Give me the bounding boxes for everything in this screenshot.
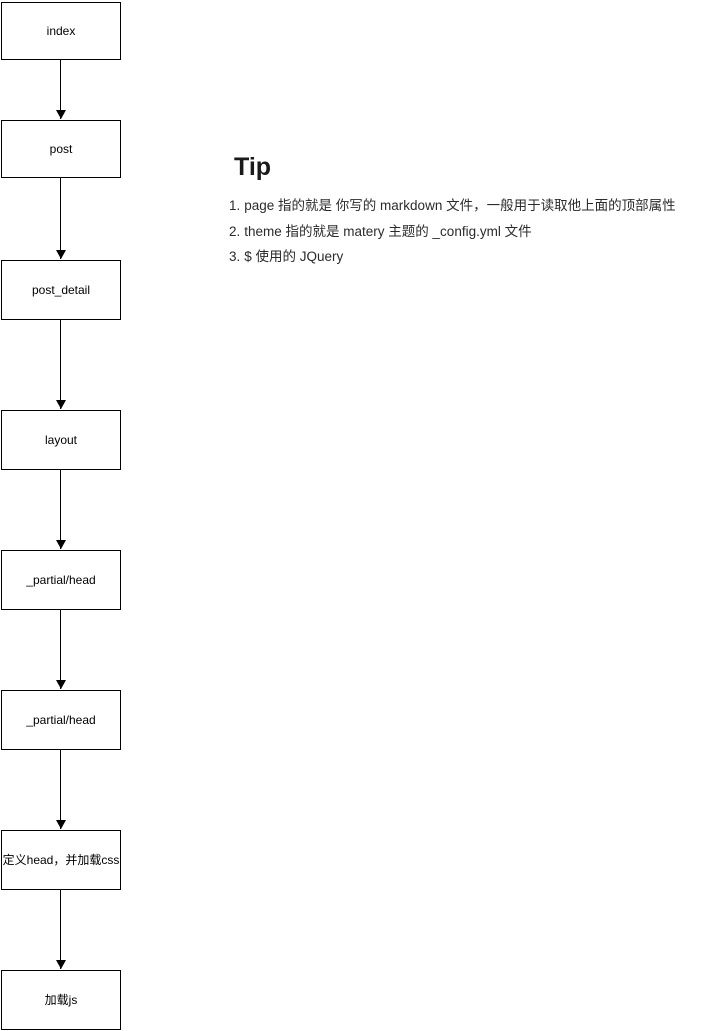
- flow-connector: [55, 890, 66, 969]
- tip-list-item: 3.$ 使用的 JQuery: [229, 244, 689, 270]
- flow-node-index: index: [1, 2, 121, 60]
- flow-node-partial-head-2: _partial/head: [1, 690, 121, 750]
- list-item-number: 2.: [229, 223, 241, 239]
- flow-node-load-js: 加载js: [1, 970, 121, 1030]
- flow-node-label: 定义head，并加载css: [2, 853, 120, 867]
- list-item-number: 3.: [229, 249, 241, 264]
- tip-list-item: 1.page 指的就是 你写的 markdown 文件，一般用于读取他上面的顶部…: [229, 193, 689, 219]
- list-item-text: page 指的就是 你写的 markdown 文件，一般用于读取他上面的顶部属性: [244, 198, 676, 213]
- arrow-down-icon: [55, 110, 66, 119]
- flow-connector: [55, 610, 66, 689]
- flow-node-label: post_detail: [31, 283, 91, 297]
- flow-connector: [55, 60, 66, 119]
- flow-node-label: index: [46, 24, 76, 38]
- flow-node-label: layout: [44, 433, 78, 447]
- flow-node-label: _partial/head: [26, 713, 96, 727]
- arrow-down-icon: [55, 250, 66, 259]
- arrow-down-icon: [55, 680, 66, 689]
- arrow-down-icon: [55, 540, 66, 549]
- list-item-text: theme 指的就是 matery 主题的 _config.yml 文件: [244, 223, 532, 239]
- tip-list-item: 2.theme 指的就是 matery 主题的 _config.yml 文件: [229, 219, 689, 245]
- flow-node-partial-head-1: _partial/head: [1, 550, 121, 610]
- flow-connector: [55, 470, 66, 549]
- list-item-text: $ 使用的 JQuery: [244, 249, 344, 264]
- flow-connector: [55, 320, 66, 409]
- arrow-down-icon: [55, 960, 66, 969]
- flow-node-label: _partial/head: [26, 573, 96, 587]
- flow-connector: [55, 750, 66, 829]
- flow-node-define-head-load-css: 定义head，并加载css: [1, 830, 121, 890]
- tip-section: Tip 1.page 指的就是 你写的 markdown 文件，一般用于读取他上…: [229, 152, 689, 270]
- list-item-number: 1.: [229, 198, 241, 213]
- flow-node-post: post: [1, 120, 121, 178]
- flow-node-post-detail: post_detail: [1, 260, 121, 320]
- arrow-down-icon: [55, 820, 66, 829]
- flow-connector: [55, 178, 66, 259]
- tip-heading: Tip: [234, 153, 272, 181]
- flow-node-layout: layout: [1, 410, 121, 470]
- tip-list: 1.page 指的就是 你写的 markdown 文件，一般用于读取他上面的顶部…: [229, 193, 689, 270]
- arrow-down-icon: [55, 400, 66, 409]
- flow-node-label: post: [49, 142, 73, 156]
- flow-node-label: 加载js: [44, 993, 78, 1007]
